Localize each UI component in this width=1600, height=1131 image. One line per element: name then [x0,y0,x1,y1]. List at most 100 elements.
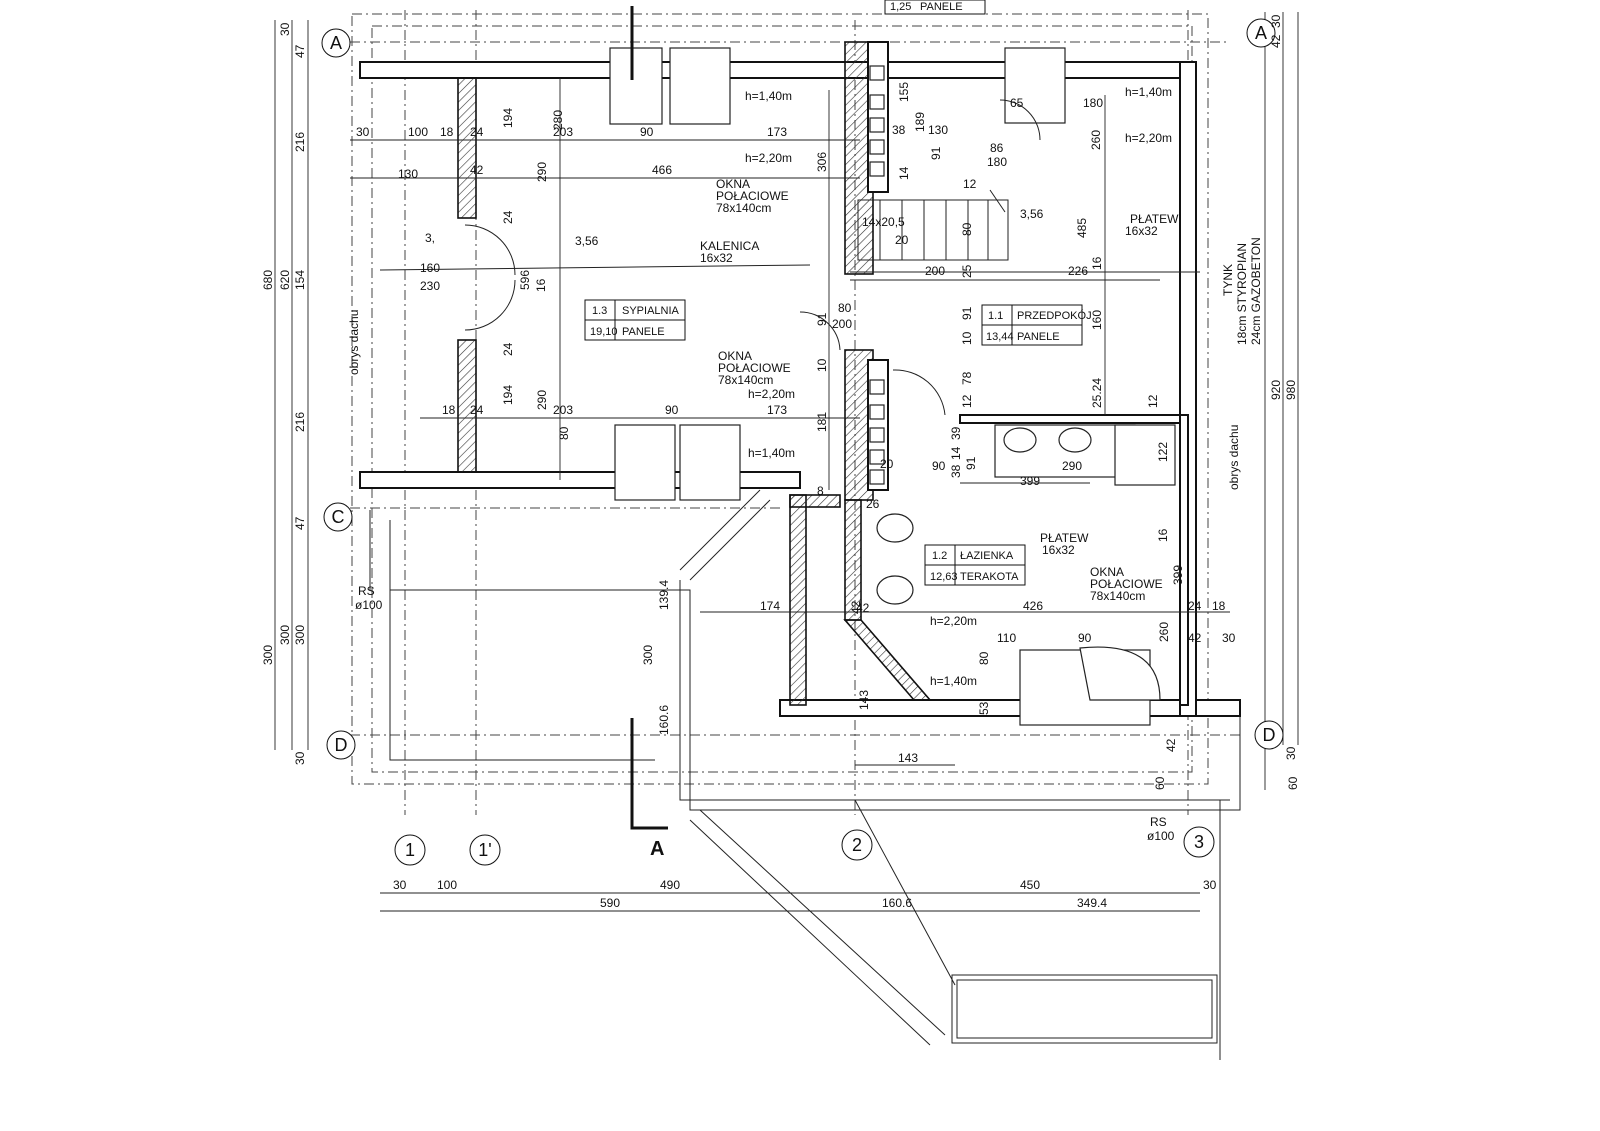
room-finish: TERAKOTA [960,571,1019,583]
dim-text: 920 [1269,380,1283,400]
bath-fixtures [876,424,1176,701]
dim-text: 300 [293,625,307,645]
dim-text: 80 [960,222,974,236]
dim-text: 160 [1090,310,1104,330]
dim-text: 60 [1153,776,1167,790]
note-stairs-count: 20 [895,233,909,247]
section-mark-label: A [650,838,664,860]
dim-text: 620 [278,270,292,290]
note-tynk: TYNK [1221,264,1235,296]
section-mark: A [630,6,668,860]
note-h140: h=1,40m [1125,85,1172,99]
dim-text: 280 [551,110,565,130]
note-h220: h=2,20m [1125,131,1172,145]
dim-text: 42 [1164,738,1178,752]
room-name: ŁAZIENKA [960,550,1014,562]
dim-text: 80 [977,651,991,665]
dim-text: 189 [913,112,927,132]
dim-text: 18 [440,125,454,139]
note-polaciowe: POŁACIOWE [1090,577,1163,591]
note-gazobeton: 24cm GAZOBETON [1249,237,1263,345]
dim-text: 42 [470,163,484,177]
dim-text: 24 [470,125,484,139]
dim-text: 306 [815,152,829,172]
note-styropian: 18cm STYROPIAN [1235,243,1249,345]
dim-text: 203 [553,125,573,139]
dim-text: 47 [293,516,307,530]
dim-text: 10 [960,331,974,345]
door-height: 180 [987,155,1007,169]
dim-text: 30 [1269,14,1283,28]
dim-text: 596 [518,270,532,290]
room-id: 1.1 [988,310,1003,322]
dim-text: 60 [1286,776,1300,790]
door-swings [464,99,1041,416]
note-level: 3, [425,231,435,245]
dim-text: 14 [949,446,963,460]
room-area: 13,44 [986,331,1014,343]
axis-1-prime: 1' [478,840,491,860]
note-okna: OKNA [718,349,752,363]
room-area: 12,63 [930,571,958,583]
dim-text: 216 [293,412,307,432]
door-width: 160 [420,261,440,275]
dim-text: 466 [652,163,672,177]
walls [359,41,1241,717]
dim-text: 139.4 [657,580,671,610]
room-id: 1.2 [932,550,947,562]
dim-text: 24 [1188,599,1202,613]
dim-text: 25 [960,264,974,278]
dim-text: 24 [470,403,484,417]
dim-text: 194 [501,385,515,405]
dim-text: 226 [1068,264,1088,278]
dim-text: 160.6 [882,896,912,910]
note-h140: h=1,40m [930,674,977,688]
dim-text: 16 [1090,256,1104,270]
rotated-notes: obrys dachu obrys dachu TYNK 18cm STYROP… [347,237,1263,490]
note-kalenica-size: 16x32 [700,251,733,265]
axis-c: C [332,507,345,527]
dim-text: 143 [898,751,918,765]
dim-text: 30 [1284,746,1298,760]
dim-text: 450 [1020,878,1040,892]
dim-text: 30 [293,751,307,765]
axis-a-right: A [1255,23,1267,43]
top-room-finish: PANELE [920,1,963,13]
note-obrys-right: obrys dachu [1227,425,1241,490]
dim-text: 300 [278,625,292,645]
top-room-area: 1,25 [890,1,911,13]
dim-text: 200 [925,264,945,278]
dim-text: 8 [817,484,824,498]
dim-text: 154 [293,270,307,290]
room-label-sypialnia: 1.3 SYPIALNIA 19,10 PANELE [584,299,686,341]
dim-text: 12 [963,177,977,191]
dim-text: 181 [815,412,829,432]
note-okna: OKNA [716,177,750,191]
dim-text: 143 [857,690,871,710]
dim-text: 590 [600,896,620,910]
door-height: 230 [420,279,440,293]
dim-text: 53 [977,701,991,715]
note-platew-size: 16x32 [1125,224,1158,238]
dim-text: 10 [815,358,829,372]
note-h140: h=1,40m [748,446,795,460]
note-platew: PŁATEW [1040,531,1089,545]
dim-text: 12 [1146,394,1160,408]
dim-text: 349.4 [1077,896,1107,910]
rs-label: RS [358,584,375,598]
dims-bottom: 30 100 490 450 30 590 160.6 349.4 [393,878,1217,910]
dim-text: 91 [964,456,978,470]
axis-a-left: A [330,33,342,53]
dim-text: 180 [1083,96,1103,110]
room-finish: PANELE [622,326,665,338]
dim-text: 26 [866,497,880,511]
note-kalenica: KALENICA [700,239,759,253]
dim-text: 20 [880,457,894,471]
dim-text: 30 [356,125,370,139]
room-id: 1.3 [592,305,607,317]
dim-text: 18 [442,403,456,417]
dim-text: 38 [949,464,963,478]
dim-text: 30 [1222,631,1236,645]
door-width: 86 [990,141,1004,155]
